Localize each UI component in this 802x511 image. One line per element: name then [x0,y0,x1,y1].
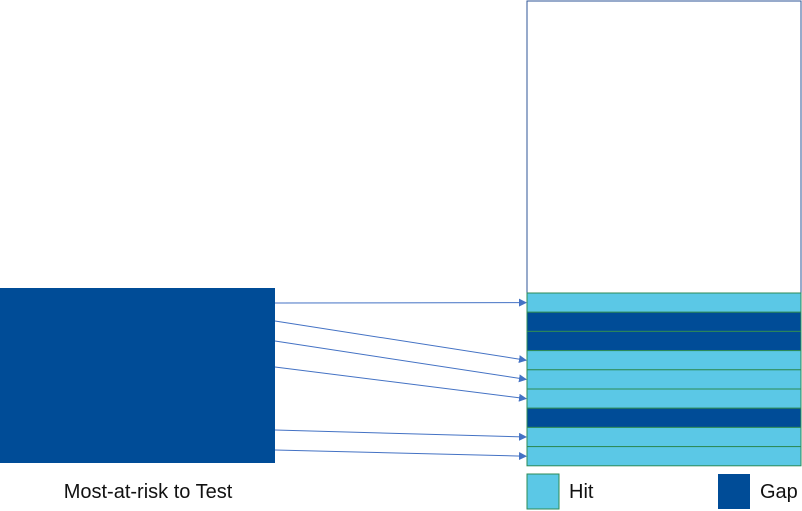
most-at-risk-label: Most-at-risk to Test [64,481,233,503]
mapping-arrow [274,340,527,383]
mapping-arrow [274,320,527,364]
legend-gap-swatch [718,474,750,509]
mapping-arrows [274,298,527,461]
band-gap [526,311,802,332]
legend-gap-label: Gap [760,481,798,503]
band-hit [526,369,802,390]
band-hit [526,292,802,313]
test-bands [526,292,802,467]
band-hit [526,426,802,448]
band-hit [526,388,802,409]
band-hit [526,350,802,371]
legend: Hit Gap [526,473,798,510]
band-gap [526,330,802,352]
band-gap [526,407,802,428]
mapping-arrow [274,429,527,441]
most-at-risk-block [0,288,275,463]
legend-hit-swatch [526,473,560,510]
mapping-arrow [274,449,527,461]
mapping-arrow [274,366,527,402]
band-hit [526,446,802,467]
legend-hit-label: Hit [569,481,594,503]
